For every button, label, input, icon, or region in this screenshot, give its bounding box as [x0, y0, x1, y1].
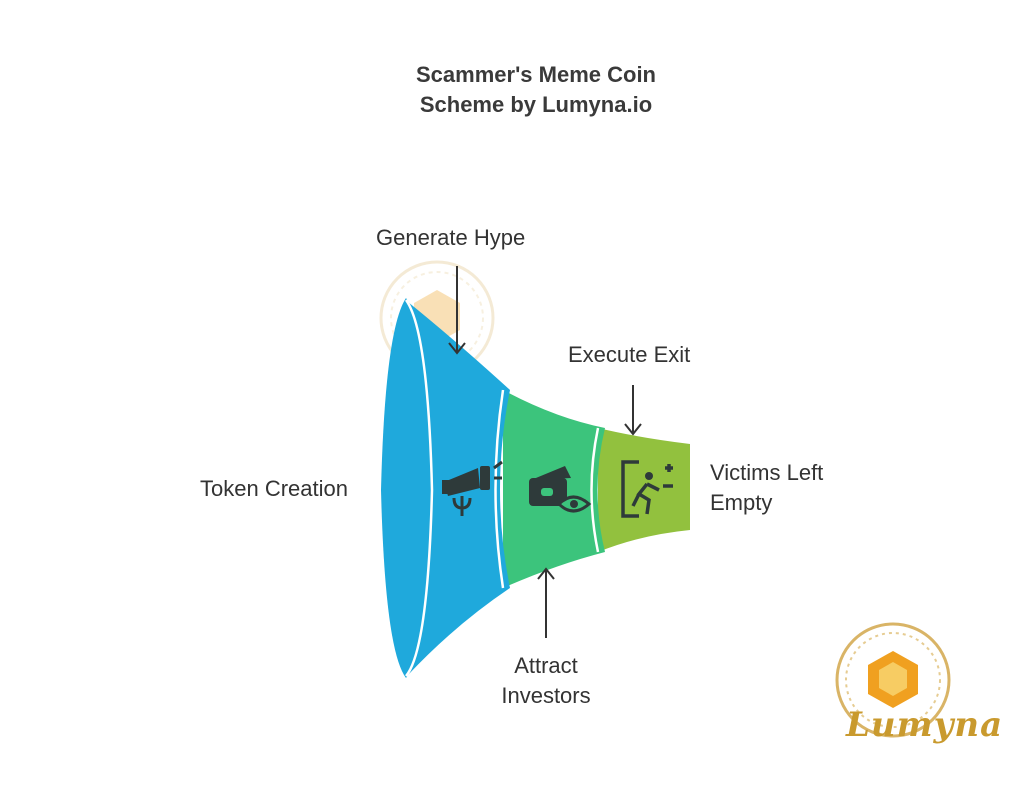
diagram-title: Scammer's Meme Coin Scheme by Lumyna.io — [0, 60, 1024, 120]
title-line-2: Scheme by Lumyna.io — [419, 92, 653, 117]
label-victims-line-1: Victims Left — [710, 460, 824, 485]
label-attract-line-2: Investors — [501, 683, 591, 708]
arrow-execute-exit — [624, 385, 642, 436]
label-attract-line-1: Attract — [514, 653, 578, 678]
exit-run-icon — [621, 460, 673, 518]
label-execute-exit: Execute Exit — [568, 342, 691, 367]
arrow-attract-investors — [537, 567, 555, 638]
wallet-eye-icon — [529, 466, 592, 513]
funnel-segment-token-creation — [381, 298, 432, 678]
lumyna-logo-emblem — [835, 622, 951, 738]
label-victims-line-2: Empty — [710, 490, 773, 515]
segment-divider — [494, 389, 505, 589]
megaphone-icon — [442, 460, 503, 516]
label-attract-investors: Attract Investors — [495, 651, 597, 711]
arrow-generate-hype — [448, 266, 466, 355]
label-victims-left-empty: Victims Left Empty — [710, 458, 823, 518]
label-token-creation: Token Creation — [200, 476, 348, 501]
label-generate-hype: Generate Hype — [376, 225, 526, 250]
segment-divider — [590, 427, 600, 553]
title-line-1: Scammer's Meme Coin — [416, 62, 656, 87]
lumyna-logo-text: Lumyna — [846, 705, 1004, 745]
funnel-mouth-edge — [404, 299, 434, 677]
